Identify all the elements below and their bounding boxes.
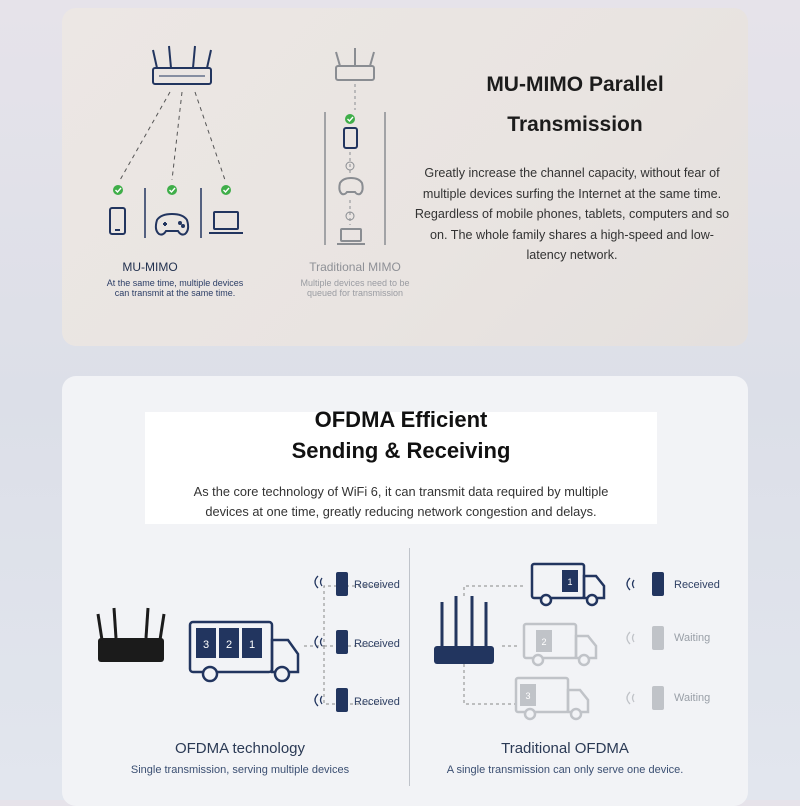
packet-label: 3 [525, 691, 530, 701]
status-received: Received [354, 638, 400, 650]
mumimo-diagram [109, 45, 243, 238]
distribution-lines [304, 585, 384, 705]
ofdma-caption: OFDMA technology [174, 740, 306, 757]
mumimo-sub-1: At the same time, multiple devices [106, 278, 244, 288]
phone-icon [336, 572, 348, 712]
mumimo-label: MU-MIMO [122, 260, 178, 274]
laptop-icon [209, 211, 243, 234]
packet-label: 2 [226, 639, 232, 651]
router-icon [152, 45, 212, 85]
gamepad-icon [338, 176, 364, 196]
traditional-mimo-diagram [324, 48, 386, 245]
ofdma-header-box [145, 412, 657, 524]
truck-icon [530, 562, 606, 607]
router-icon [335, 48, 375, 81]
truck-icon [522, 622, 598, 667]
gamepad-icon [154, 212, 190, 236]
traditional-ofdma-caption: Traditional OFDMA [501, 740, 629, 757]
mumimo-panel [62, 8, 748, 346]
traditional-mimo-sub-1: Multiple devices need to be [300, 278, 410, 288]
wait-icon [345, 161, 355, 171]
wifi-icon [314, 575, 323, 707]
ofdma-desc-1: As the core technology of WiFi 6, it can… [193, 484, 609, 499]
laptop-icon [337, 228, 365, 245]
status-received: Received [354, 696, 400, 708]
truck-icon [514, 676, 590, 721]
wait-icon [345, 211, 355, 221]
ofdma-diagram: 3 2 1 [96, 572, 384, 712]
packet-label: 3 [203, 639, 209, 651]
traditional-mimo-label: Traditional MIMO [309, 260, 401, 274]
traditional-ofdma-subcaption: A single transmission can only serve one… [446, 764, 684, 776]
mumimo-sub-2: can transmit at the same time. [114, 288, 236, 298]
mumimo-title-2: Transmission [507, 113, 643, 136]
ofdma-title-2: Sending & Receiving [291, 438, 511, 463]
traditional-ofdma-diagram: 1 2 3 [434, 562, 664, 721]
status-received: Received [674, 579, 720, 591]
status-received: Received [354, 579, 400, 591]
divider [409, 548, 410, 786]
truck-icon [188, 620, 300, 683]
phone-icon [343, 127, 358, 149]
router-icon [434, 596, 494, 664]
router-icon [96, 607, 166, 662]
signal-lines [119, 91, 226, 181]
check-icon [345, 114, 355, 124]
phone-icon [652, 572, 664, 710]
phone-icon [109, 207, 126, 235]
ofdma-title-1: OFDMA Efficient [314, 407, 488, 432]
packet-label: 2 [541, 637, 546, 647]
wifi-icon [626, 577, 635, 705]
ofdma-subcaption: Single transmission, serving multiple de… [130, 764, 350, 776]
mumimo-description: Greatly increase the channel capacity, w… [414, 166, 730, 262]
packet-label: 1 [567, 577, 572, 587]
packet-label: 1 [249, 639, 255, 651]
ofdma-desc-2: devices at one time, greatly reducing ne… [205, 504, 597, 519]
status-waiting: Waiting [674, 632, 711, 644]
check-icons [113, 185, 231, 195]
traditional-mimo-sub-2: queued for transmission [306, 288, 404, 298]
mumimo-title-1: MU-MIMO Parallel [486, 73, 664, 96]
status-waiting: Waiting [674, 692, 711, 704]
